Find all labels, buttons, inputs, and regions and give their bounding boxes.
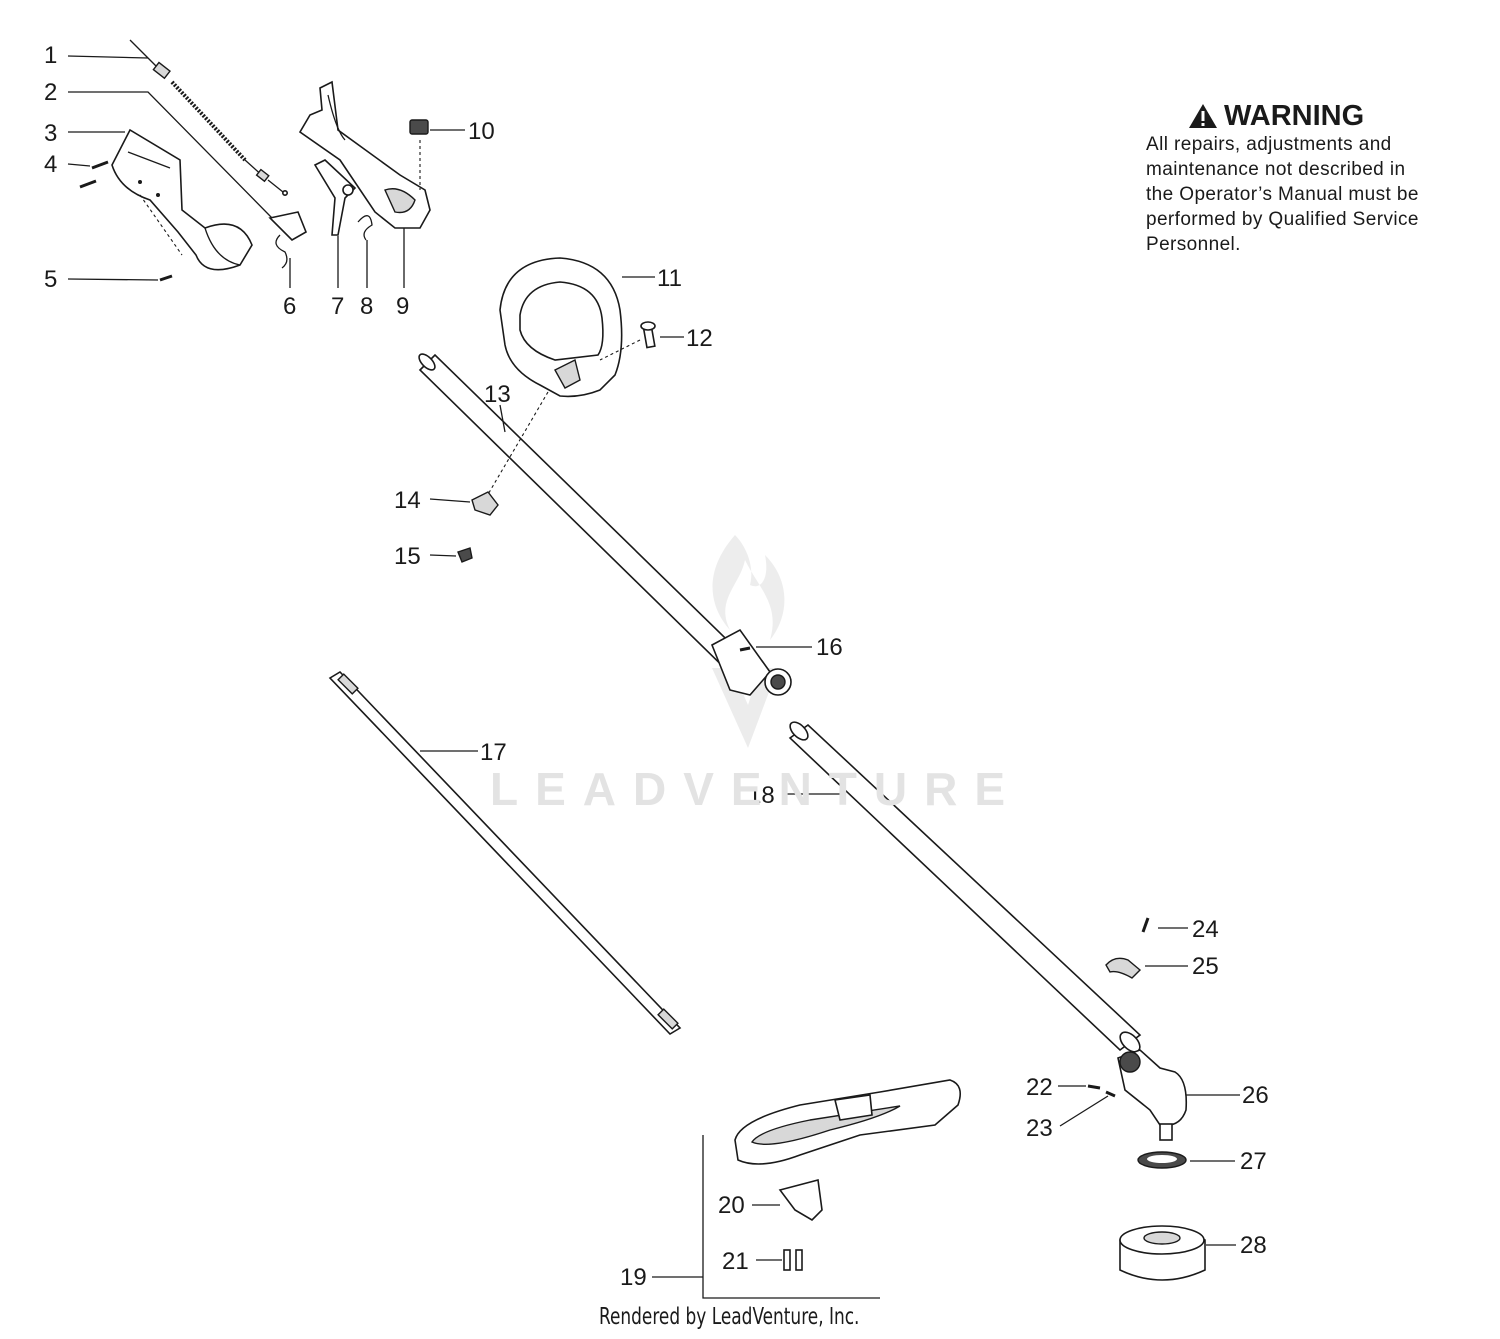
screw-part-23 <box>1105 1090 1116 1098</box>
guard-insert-part <box>778 1178 823 1222</box>
callout-25: 25 <box>1192 953 1219 980</box>
callout-23: 23 <box>1026 1115 1053 1142</box>
footer-credit: Rendered by LeadVenture, Inc. <box>599 1304 860 1330</box>
callout-22: 22 <box>1026 1074 1053 1101</box>
callout-19: 19 <box>620 1264 647 1291</box>
spring-part <box>357 215 373 241</box>
callout-18: 18 <box>748 782 775 809</box>
callout-17: 17 <box>480 739 507 766</box>
callout-15: 15 <box>394 543 421 570</box>
screw-part-4 <box>79 160 109 189</box>
warning-text: All repairs, adjustments and maintenance… <box>1146 134 1419 255</box>
callout-27: 27 <box>1240 1148 1267 1175</box>
callout-leader-1 <box>67 55 149 59</box>
callout-10: 10 <box>468 118 495 145</box>
callout-6: 6 <box>283 293 296 320</box>
callout-26: 26 <box>1242 1082 1269 1109</box>
throttle-cable-part <box>129 39 288 197</box>
drive-shaft-part <box>328 670 682 1036</box>
upper-shaft-tube-part <box>418 353 792 696</box>
trimmer-guard-part <box>734 1079 961 1165</box>
callout-4: 4 <box>44 151 57 178</box>
callout-20: 20 <box>718 1192 745 1219</box>
clamp-part-14 <box>471 491 499 516</box>
callout-8: 8 <box>360 293 373 320</box>
screw-part-21 <box>783 1249 803 1271</box>
trigger-part <box>313 159 357 236</box>
callout-24: 24 <box>1192 916 1219 943</box>
callout-7: 7 <box>331 293 344 320</box>
washer-part <box>1137 1151 1187 1169</box>
gear-head-part <box>1117 1049 1188 1141</box>
warning-heading: WARNING <box>1188 100 1486 132</box>
callout-12: 12 <box>686 325 713 352</box>
callout-5: 5 <box>44 266 57 293</box>
lockout-lever-part <box>268 211 308 269</box>
screw-part-22 <box>1087 1084 1101 1090</box>
callout-16: 16 <box>816 634 843 661</box>
lower-shaft-tube-part <box>788 721 1142 1053</box>
throttle-housing-part <box>298 80 431 229</box>
loop-handle-part <box>499 257 623 398</box>
callout-3: 3 <box>44 120 57 147</box>
pin-part-16 <box>739 646 751 652</box>
callout-1: 1 <box>44 42 57 69</box>
clip-part-25 <box>1105 957 1142 979</box>
watermark-text: LEADVENTURE <box>490 763 1023 815</box>
callout-14: 14 <box>394 487 421 514</box>
handle-housing-part <box>111 128 253 271</box>
trimmer-head-part <box>1119 1225 1206 1281</box>
callout-21: 21 <box>722 1248 749 1275</box>
screw-part-5 <box>159 274 173 282</box>
callout-28: 28 <box>1240 1232 1267 1259</box>
bolt-part-12 <box>640 321 656 349</box>
callout-2: 2 <box>44 79 57 106</box>
warning-title: WARNING <box>1224 100 1365 132</box>
screw-part-24 <box>1141 917 1150 933</box>
callout-9: 9 <box>396 293 409 320</box>
callout-11: 11 <box>657 265 682 292</box>
warning-triangle-icon <box>1189 104 1217 128</box>
knob-part-15 <box>457 547 473 563</box>
callout-13: 13 <box>484 381 511 408</box>
switch-part <box>409 119 429 135</box>
warning-box: WARNING All repairs, adjustments and mai… <box>1146 100 1486 257</box>
